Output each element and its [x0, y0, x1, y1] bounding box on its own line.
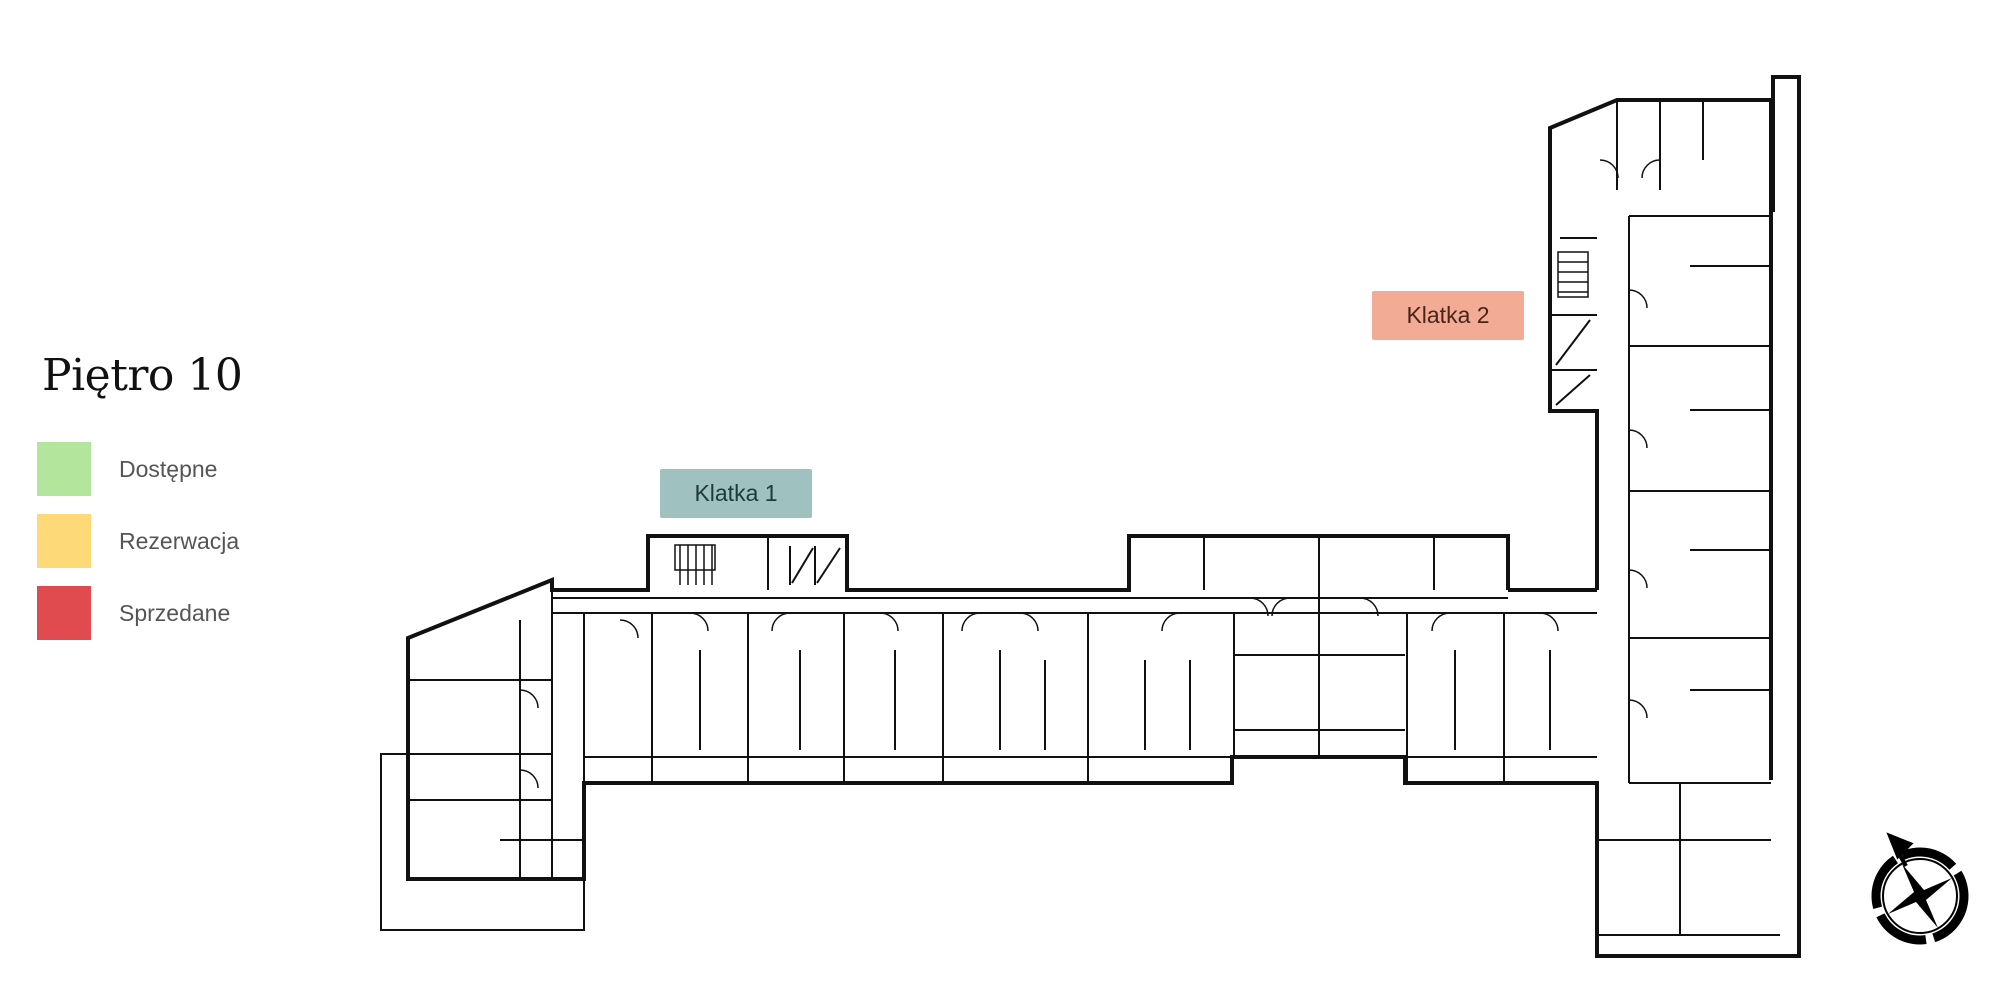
compass-north-icon — [1871, 832, 1969, 945]
corridor-walls — [552, 216, 1630, 783]
room-walls-central — [651, 536, 1551, 783]
outer-walls — [406, 75, 1801, 958]
staircase-2-steps — [1557, 251, 1589, 298]
legend-item-sold: Sprzedane — [37, 586, 230, 640]
door-arcs — [519, 159, 1661, 789]
legend-item-available: Dostępne — [37, 442, 217, 496]
floor-title: Piętro 10 — [42, 350, 243, 401]
legend-item-reserved: Rezerwacja — [37, 514, 239, 568]
room-walls-west-wing — [408, 590, 585, 879]
legend-label: Rezerwacja — [119, 527, 240, 554]
legend-swatch-sold — [37, 586, 91, 640]
balcony-outline — [380, 753, 1780, 936]
legend-label: Dostępne — [119, 455, 218, 482]
legend-swatch-available — [37, 442, 91, 496]
legend-swatch-reserved — [37, 514, 91, 568]
legend-label: Sprzedane — [119, 599, 231, 626]
staircase-label-1[interactable]: Klatka 1 — [660, 469, 812, 518]
staircase-1-steps — [674, 544, 716, 585]
staircase-label-2[interactable]: Klatka 2 — [1372, 291, 1524, 340]
room-walls-east-wing — [1550, 100, 1771, 935]
